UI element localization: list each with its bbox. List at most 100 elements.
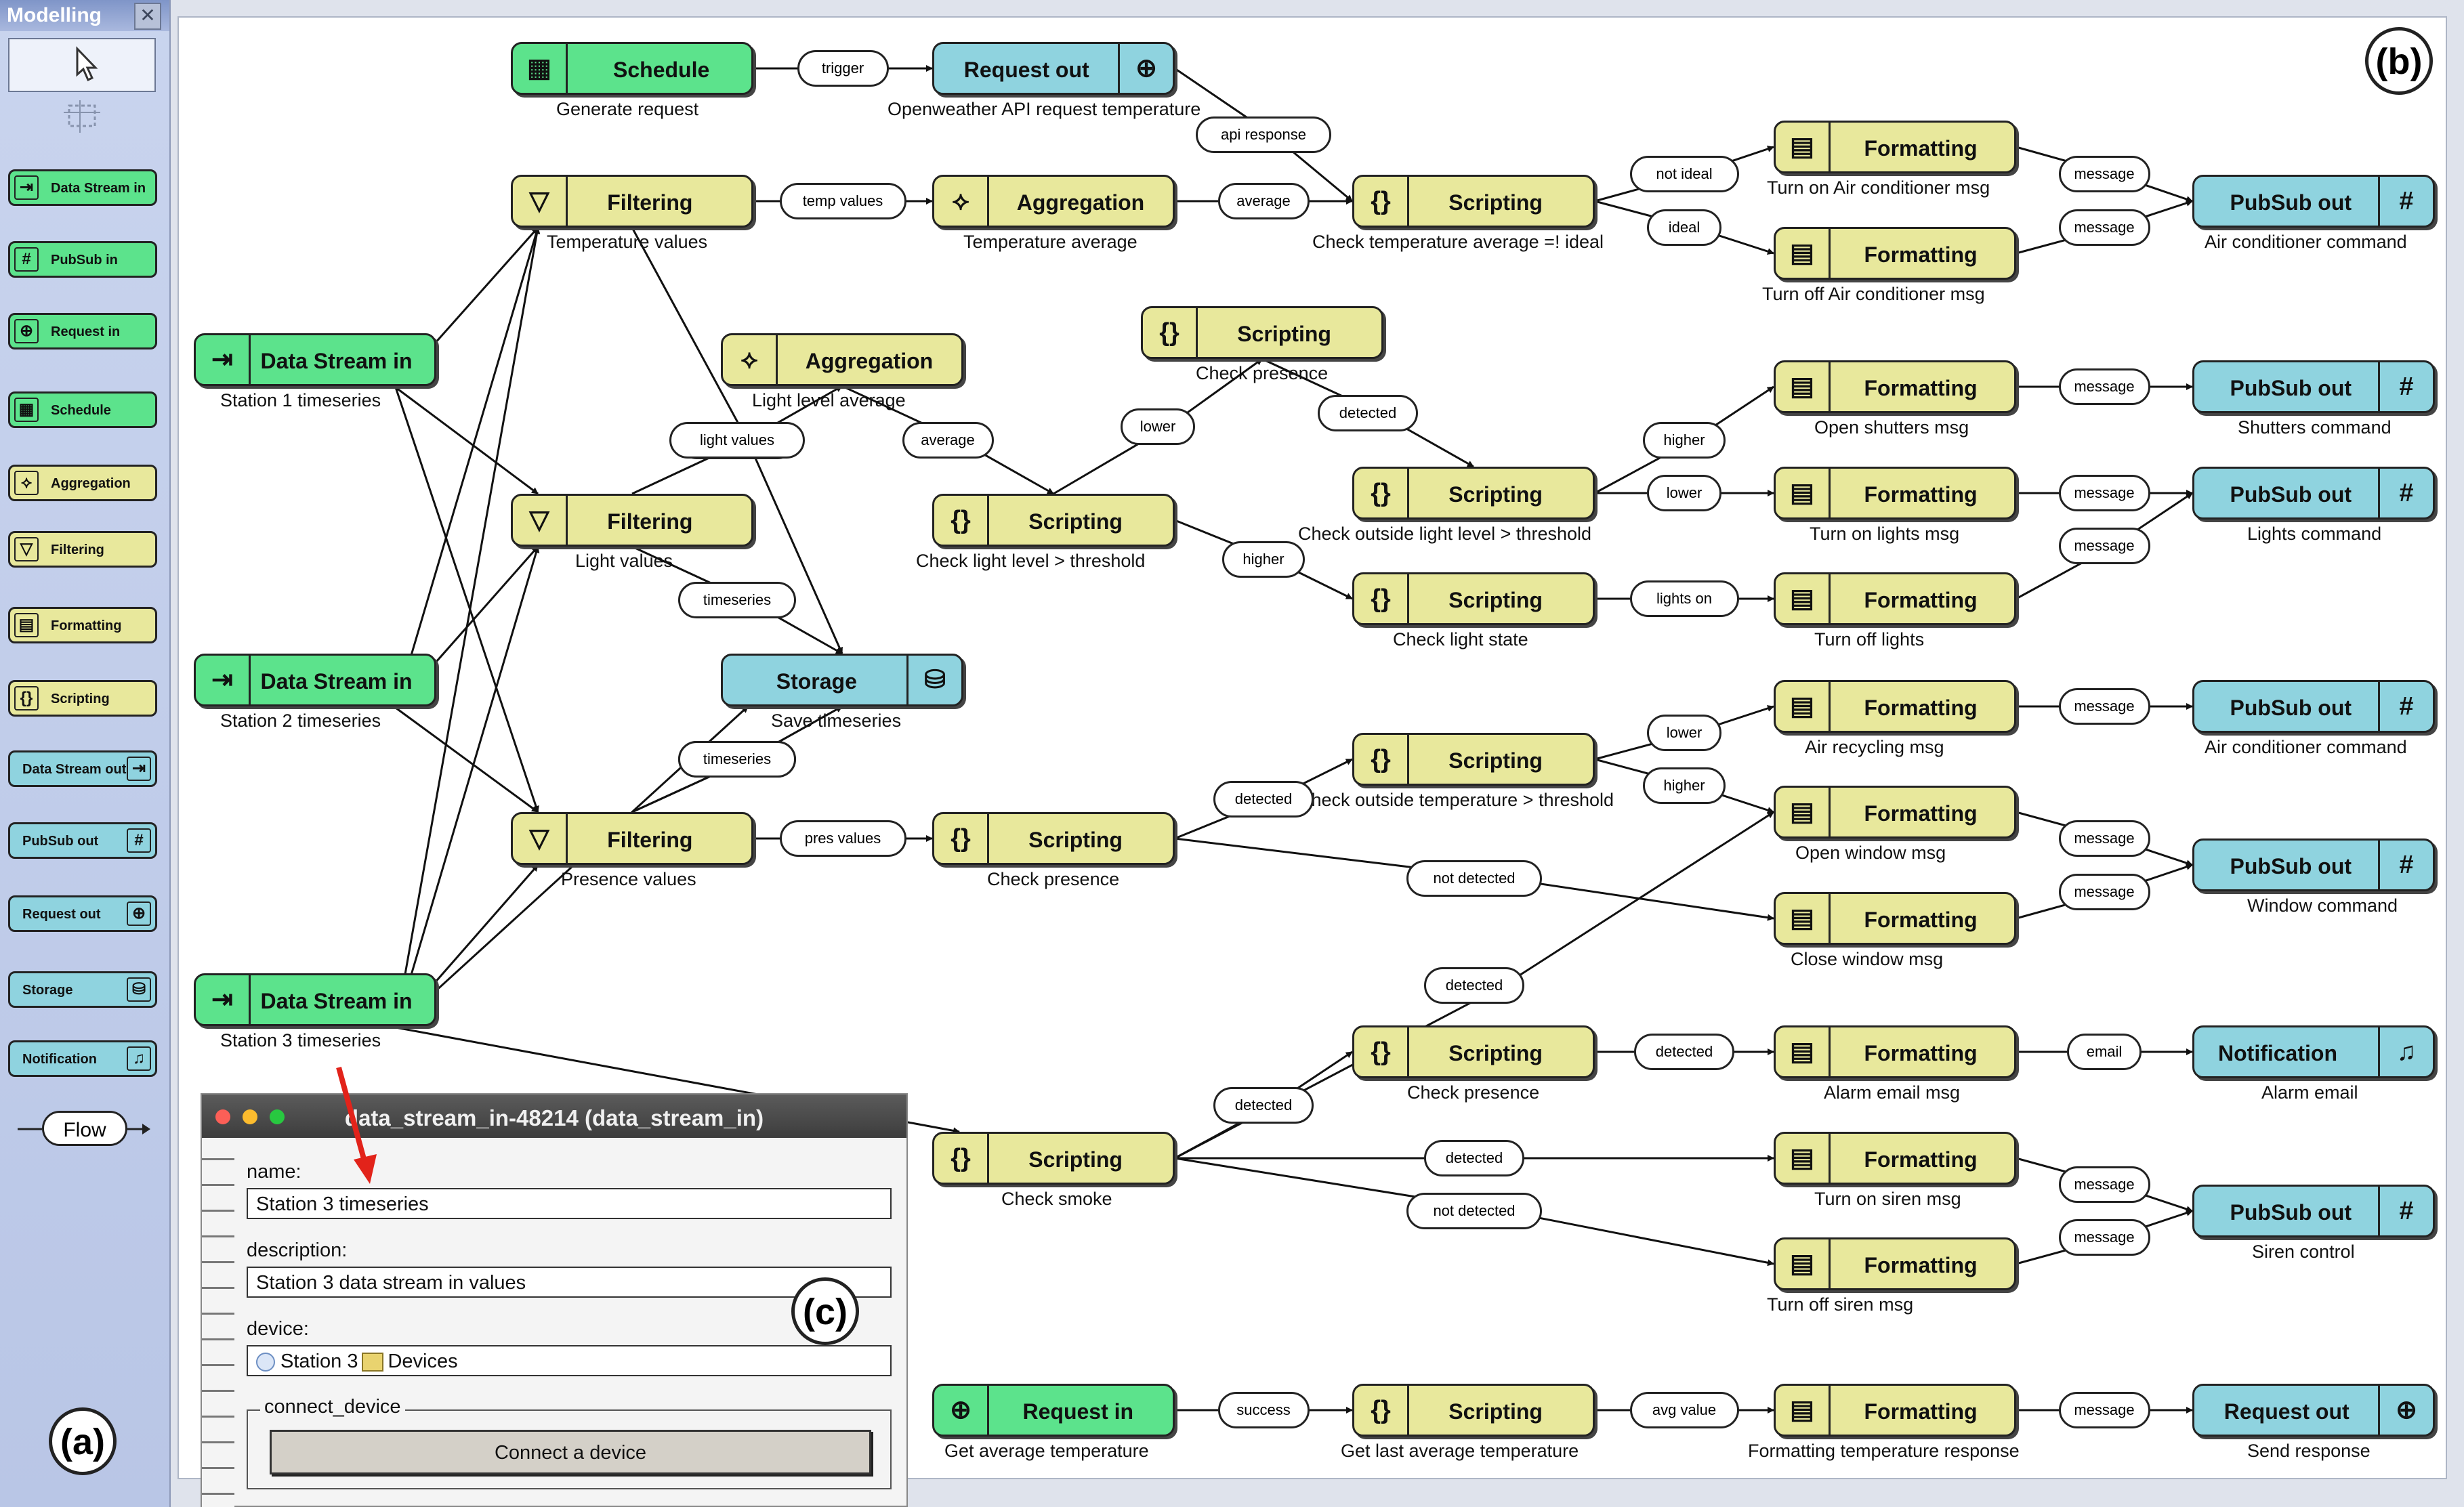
palette-item-formatting[interactable]: ▤Formatting xyxy=(8,607,157,643)
node-pubsub-out[interactable]: #PubSub out xyxy=(2192,680,2435,733)
node-pubsub-out[interactable]: #PubSub out xyxy=(2192,1185,2435,1237)
node-caption: Station 3 timeseries xyxy=(220,1030,381,1050)
node-caption: Check presence xyxy=(1196,363,1329,383)
funnel-icon: ▽ xyxy=(14,537,39,561)
edge-label: temp values xyxy=(779,183,906,219)
palette-item-request-out[interactable]: ⊕Request out xyxy=(8,895,157,932)
node-formatting[interactable]: ▤Formatting xyxy=(1774,786,2016,839)
node-request-out[interactable]: ⊕Request out xyxy=(2192,1384,2435,1437)
node-scripting[interactable]: {}Scripting xyxy=(932,1132,1175,1185)
node-formatting[interactable]: ▤Formatting xyxy=(1774,227,2016,280)
node-label: PubSub out xyxy=(2230,854,2352,878)
node-aggregation[interactable]: ⟡Aggregation xyxy=(932,175,1175,228)
node-scripting[interactable]: {}Scripting xyxy=(1352,572,1595,625)
device-radio-icon xyxy=(256,1353,275,1372)
node-label: Formatting xyxy=(1864,136,1978,161)
node-formatting[interactable]: ▤Formatting xyxy=(1774,360,2016,413)
stream-edge[interactable] xyxy=(395,706,539,813)
palette-item-data-stream-out[interactable]: ⇥Data Stream out xyxy=(8,750,157,787)
edge-label: detected xyxy=(1213,1086,1314,1124)
stream-edge[interactable] xyxy=(394,387,539,813)
palette-item-pubsub-out[interactable]: #PubSub out xyxy=(8,822,157,859)
minimize-window-button[interactable] xyxy=(243,1109,257,1124)
node-data-stream-in[interactable]: ⇥Data Stream in xyxy=(194,333,436,386)
node-scripting[interactable]: {}Scripting xyxy=(1352,1384,1595,1437)
node-scripting[interactable]: {}Scripting xyxy=(1352,1025,1595,1078)
palette-item-label: Data Stream out xyxy=(22,762,127,777)
name-field[interactable]: Station 3 timeseries xyxy=(247,1188,892,1219)
palette-item-storage[interactable]: ⛁Storage xyxy=(8,971,157,1008)
stream-edge[interactable] xyxy=(394,227,540,708)
node-pubsub-out[interactable]: #PubSub out xyxy=(2192,175,2435,228)
node-formatting[interactable]: ▤Formatting xyxy=(1774,1025,2016,1078)
palette-item-label: Storage xyxy=(22,983,73,998)
node-caption: Air conditioner command xyxy=(2205,737,2407,757)
hash-icon: # xyxy=(2378,682,2433,731)
node-caption: Temperature average xyxy=(963,232,1137,252)
node-storage[interactable]: ⛁Storage xyxy=(721,654,963,706)
node-caption: Turn off lights xyxy=(1814,629,1925,650)
node-scripting[interactable]: {}Scripting xyxy=(1352,175,1595,228)
palette-item-filtering[interactable]: ▽Filtering xyxy=(8,531,157,568)
close-window-button[interactable] xyxy=(215,1109,230,1124)
node-scripting[interactable]: {}Scripting xyxy=(1352,467,1595,519)
node-label: Scripting xyxy=(1448,1399,1543,1424)
palette-item-scripting[interactable]: {}Scripting xyxy=(8,680,157,717)
node-request-in[interactable]: ⊕Request in xyxy=(932,1384,1175,1437)
palette-item-request-in[interactable]: ⊕Request in xyxy=(8,313,157,349)
marquee-tool-icon[interactable] xyxy=(58,96,106,137)
description-field[interactable]: Station 3 data stream in values xyxy=(247,1267,892,1298)
node-notification[interactable]: ♫Notification xyxy=(2192,1025,2435,1078)
connect-device-button[interactable]: Connect a device xyxy=(270,1430,871,1474)
palette-item-pubsub-in[interactable]: #PubSub in xyxy=(8,241,157,278)
node-data-stream-in[interactable]: ⇥Data Stream in xyxy=(194,973,436,1026)
node-data-stream-in[interactable]: ⇥Data Stream in xyxy=(194,654,436,706)
node-filtering[interactable]: ▽Filtering xyxy=(511,812,753,865)
node-scripting[interactable]: {}Scripting xyxy=(1141,306,1383,359)
node-formatting[interactable]: ▤Formatting xyxy=(1774,892,2016,945)
properties-window: data_stream_in-48214 (data_stream_in) na… xyxy=(201,1093,908,1507)
device-name: Station 3 xyxy=(280,1351,358,1372)
node-pubsub-out[interactable]: #PubSub out xyxy=(2192,467,2435,519)
node-label: Filtering xyxy=(607,190,693,215)
maximize-window-button[interactable] xyxy=(270,1109,285,1124)
node-formatting[interactable]: ▤Formatting xyxy=(1774,680,2016,733)
node-schedule[interactable]: ▦Schedule xyxy=(511,42,753,95)
close-icon[interactable]: ✕ xyxy=(134,3,161,30)
node-scripting[interactable]: {}Scripting xyxy=(1352,733,1595,786)
palette-item-aggregation[interactable]: ⟡Aggregation xyxy=(8,465,157,501)
node-formatting[interactable]: ▤Formatting xyxy=(1774,1237,2016,1290)
node-formatting[interactable]: ▤Formatting xyxy=(1774,467,2016,519)
node-scripting[interactable]: {}Scripting xyxy=(932,812,1175,865)
stream-edge[interactable] xyxy=(395,386,539,495)
node-scripting[interactable]: {}Scripting xyxy=(932,494,1175,547)
node-filtering[interactable]: ▽Filtering xyxy=(511,175,753,228)
description-label: description: xyxy=(247,1239,348,1261)
scroll-icon: ▤ xyxy=(1776,894,1831,943)
node-caption: Light values xyxy=(575,551,673,571)
folder-lock-icon xyxy=(362,1353,384,1372)
stream-edge[interactable] xyxy=(394,546,540,1028)
palette-item-data-stream-in[interactable]: ⇥Data Stream in xyxy=(8,169,157,206)
node-request-out[interactable]: ⊕Request out xyxy=(932,42,1175,95)
palette-item-notification[interactable]: ♫Notification xyxy=(8,1040,157,1077)
node-caption: Check presence xyxy=(1407,1082,1540,1103)
node-filtering[interactable]: ▽Filtering xyxy=(511,494,753,547)
palette-item-schedule[interactable]: ▦Schedule xyxy=(8,391,157,428)
node-formatting[interactable]: ▤Formatting xyxy=(1774,121,2016,173)
node-pubsub-out[interactable]: #PubSub out xyxy=(2192,839,2435,891)
stream-edge[interactable] xyxy=(394,227,541,1028)
node-formatting[interactable]: ▤Formatting xyxy=(1774,1132,2016,1185)
node-aggregation[interactable]: ⟡Aggregation xyxy=(721,333,963,386)
pointer-tool[interactable] xyxy=(8,38,156,92)
node-label: Formatting xyxy=(1864,1147,1978,1172)
node-caption: Turn on lights msg xyxy=(1810,524,1960,544)
funnel-icon: ▽ xyxy=(513,814,568,863)
node-formatting[interactable]: ▤Formatting xyxy=(1774,572,2016,625)
edge-label: ideal xyxy=(1647,209,1721,246)
flow-tool[interactable]: Flow xyxy=(18,1111,150,1149)
node-formatting[interactable]: ▤Formatting xyxy=(1774,1384,2016,1437)
node-pubsub-out[interactable]: #PubSub out xyxy=(2192,360,2435,413)
palette-item-label: Request in xyxy=(51,324,121,339)
